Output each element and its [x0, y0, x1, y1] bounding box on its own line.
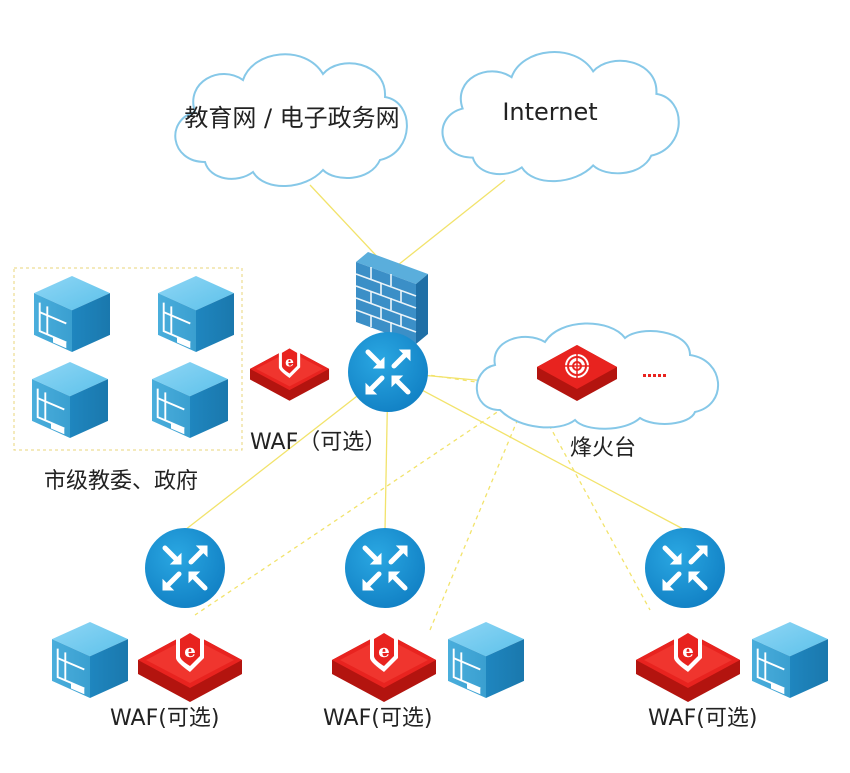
link-internet-firewall [397, 179, 506, 266]
fenghuotai-label: 烽火台 [570, 436, 637, 461]
fenghuotai-device [537, 345, 617, 401]
target-crosshair-icon [563, 352, 591, 380]
waf-middle-label: WAF(可选) [323, 706, 433, 731]
branch-middle-router-icon [345, 528, 425, 608]
cloud-edu-network-label: 教育网 / 电子政务网 [184, 104, 400, 132]
server-cube-icon [151, 361, 229, 439]
municipal-label: 市级教委、政府 [44, 469, 199, 494]
link-core-left [184, 371, 389, 531]
branch-left-waf-shield-icon [138, 628, 242, 702]
server-cube-icon [157, 275, 235, 353]
branch-right-waf-shield-icon [636, 628, 740, 702]
waf-left-label: WAF(可选) [110, 706, 220, 731]
branch-right-router-icon [645, 528, 725, 608]
center-waf-shield-icon [250, 344, 330, 401]
firewall-brick-icon [355, 252, 428, 344]
server-cube-icon [33, 275, 111, 353]
branch-left-router-icon [145, 528, 225, 608]
waf-right-label: WAF(可选) [648, 706, 758, 731]
server-cube-icon [51, 621, 129, 699]
core-router-icon [348, 332, 428, 412]
dashed-link-left [194, 389, 531, 616]
link-edu-firewall [309, 184, 386, 266]
ellipsis-dots-icon [643, 374, 666, 377]
dashed-link-middle [429, 389, 531, 631]
link-core-right [387, 371, 686, 531]
server-cube-icon [31, 361, 109, 439]
center-waf-label: WAF（可选） [250, 430, 387, 455]
municipal-group-box [13, 267, 243, 451]
branch-middle-waf-shield-icon [332, 628, 436, 702]
cloud-internet-label: Internet [502, 98, 598, 126]
server-cube-icon [751, 621, 829, 699]
server-cube-icon [447, 621, 525, 699]
